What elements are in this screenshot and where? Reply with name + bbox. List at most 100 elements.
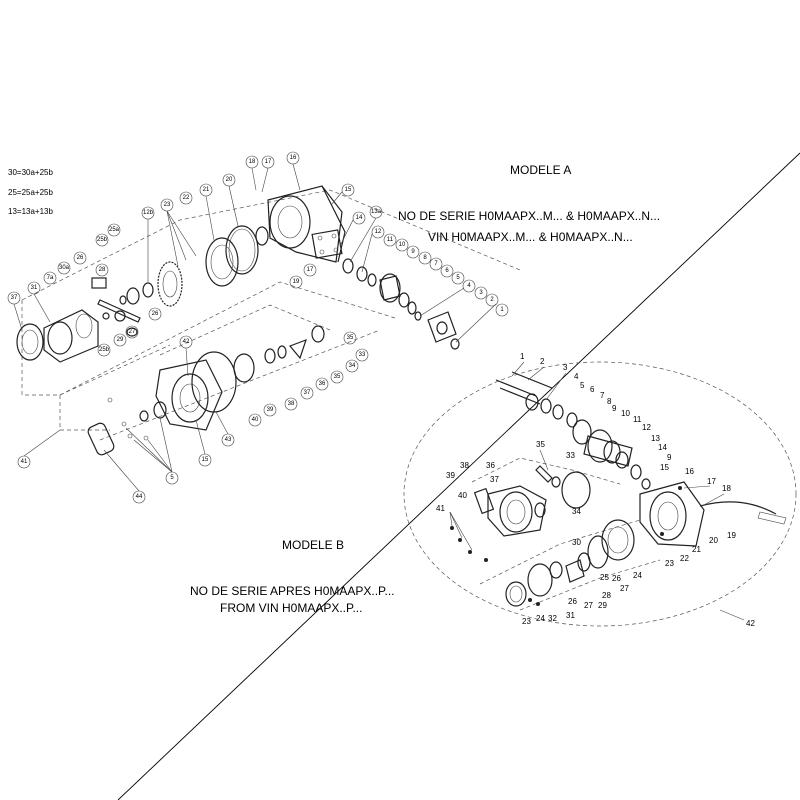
svg-text:7a: 7a bbox=[47, 275, 54, 281]
svg-text:1: 1 bbox=[500, 307, 504, 313]
callout-25b: 25b bbox=[95, 233, 109, 247]
callout-35b: 35 bbox=[330, 370, 344, 384]
callout-7: 7 bbox=[429, 257, 443, 271]
label-b-24b: 24 bbox=[536, 614, 545, 623]
callout-44: 44 bbox=[132, 490, 146, 504]
svg-text:16: 16 bbox=[290, 155, 297, 161]
label-b-33: 33 bbox=[566, 451, 575, 460]
modele-b-title: MODELE B bbox=[282, 538, 344, 552]
callout-25b-lower: 25b bbox=[97, 343, 111, 357]
label-b-27: 27 bbox=[620, 584, 629, 593]
label-b-22: 22 bbox=[680, 554, 689, 563]
callout-26b: 26 bbox=[148, 307, 162, 321]
callout-30a: 30a bbox=[57, 261, 71, 275]
label-b-23b: 23 bbox=[522, 617, 531, 626]
formula-30: 30=30a+25b bbox=[8, 168, 53, 177]
label-b-31: 31 bbox=[566, 611, 575, 620]
label-b-13: 13 bbox=[651, 434, 660, 443]
label-b-34: 34 bbox=[572, 507, 581, 516]
label-b-37: 37 bbox=[490, 475, 499, 484]
label-b-38: 38 bbox=[460, 461, 469, 470]
callout-1: 1 bbox=[495, 303, 509, 317]
svg-text:17: 17 bbox=[307, 267, 314, 273]
callout-12b: 12b bbox=[141, 206, 155, 220]
label-b-41: 41 bbox=[436, 504, 445, 513]
modele-b-serial-2: FROM VIN H0MAAPX..P... bbox=[220, 601, 362, 615]
label-b-18: 18 bbox=[722, 484, 731, 493]
callout-17: 17 bbox=[261, 155, 275, 169]
modele-b-serial-1: NO DE SERIE APRES H0MAAPX..P... bbox=[190, 584, 395, 598]
svg-text:34: 34 bbox=[349, 363, 356, 369]
svg-text:25a: 25a bbox=[109, 227, 120, 233]
svg-text:21: 21 bbox=[203, 187, 210, 193]
callout-41: 41 bbox=[17, 455, 31, 469]
label-b-27b: 27 bbox=[584, 601, 593, 610]
modele-b-drawing bbox=[403, 361, 797, 627]
label-b-9: 9 bbox=[612, 404, 617, 413]
svg-text:42: 42 bbox=[183, 339, 190, 345]
svg-text:30a: 30a bbox=[59, 265, 70, 271]
callout-26: 26 bbox=[73, 251, 87, 265]
label-b-1: 1 bbox=[520, 352, 525, 361]
callout-18: 18 bbox=[245, 155, 259, 169]
svg-text:37: 37 bbox=[11, 295, 18, 301]
svg-text:41: 41 bbox=[21, 459, 28, 465]
callout-7a: 7a bbox=[43, 271, 57, 285]
svg-text:10: 10 bbox=[399, 242, 406, 248]
svg-text:44: 44 bbox=[136, 494, 143, 500]
callout-36: 36 bbox=[315, 377, 329, 391]
label-b-3: 3 bbox=[563, 363, 568, 372]
callout-8: 8 bbox=[418, 251, 432, 265]
label-b-11: 11 bbox=[633, 415, 642, 424]
svg-text:7: 7 bbox=[434, 261, 438, 267]
label-b-19: 19 bbox=[727, 531, 736, 540]
callout-21: 21 bbox=[199, 183, 213, 197]
svg-text:33: 33 bbox=[359, 352, 366, 358]
svg-text:26: 26 bbox=[77, 255, 84, 261]
label-b-15: 15 bbox=[660, 463, 669, 472]
label-b-14: 14 bbox=[658, 443, 667, 452]
label-b-23: 23 bbox=[665, 559, 674, 568]
svg-text:6: 6 bbox=[445, 268, 449, 274]
label-b-29: 29 bbox=[598, 601, 607, 610]
callout-27: 27 bbox=[125, 325, 139, 339]
callout-29: 29 bbox=[113, 333, 127, 347]
label-b-36: 36 bbox=[486, 461, 495, 470]
svg-text:4: 4 bbox=[467, 283, 471, 289]
label-b-9b: 9 bbox=[667, 453, 672, 462]
label-b-20: 20 bbox=[709, 536, 718, 545]
svg-text:40: 40 bbox=[252, 417, 259, 423]
callout-13a: 13a bbox=[369, 205, 383, 219]
callout-33: 33 bbox=[355, 348, 369, 362]
label-b-42: 42 bbox=[746, 619, 755, 628]
svg-text:15: 15 bbox=[345, 187, 352, 193]
callout-5: 5 bbox=[451, 271, 465, 285]
modele-a-drawing bbox=[16, 185, 521, 456]
svg-text:2: 2 bbox=[490, 297, 494, 303]
callout-22: 22 bbox=[179, 191, 193, 205]
svg-text:19: 19 bbox=[293, 279, 300, 285]
label-b-26b: 26 bbox=[568, 597, 577, 606]
callout-3: 3 bbox=[474, 286, 488, 300]
svg-text:38: 38 bbox=[288, 401, 295, 407]
svg-text:8: 8 bbox=[423, 255, 427, 261]
svg-text:37: 37 bbox=[304, 390, 311, 396]
modele-a-serial-1: NO DE SERIE H0MAAPX..M... & H0MAAPX..N..… bbox=[398, 209, 660, 223]
callout-5b: 5 bbox=[165, 471, 179, 485]
svg-text:26: 26 bbox=[152, 311, 159, 317]
label-b-7: 7 bbox=[600, 391, 605, 400]
callout-35: 35 bbox=[343, 331, 357, 345]
callout-43: 43 bbox=[221, 433, 235, 447]
callout-15: 15 bbox=[341, 183, 355, 197]
svg-text:5: 5 bbox=[170, 475, 174, 481]
svg-text:11: 11 bbox=[387, 237, 394, 243]
label-b-12: 12 bbox=[642, 423, 651, 432]
svg-text:14: 14 bbox=[356, 215, 363, 221]
modele-b-labels: 1 2 3 4 5 6 7 8 9 10 11 12 13 14 9 15 16… bbox=[436, 352, 755, 628]
svg-text:31: 31 bbox=[31, 285, 38, 291]
label-b-40: 40 bbox=[458, 491, 467, 500]
label-b-2: 2 bbox=[540, 357, 545, 366]
callout-42: 42 bbox=[179, 335, 193, 349]
label-b-10: 10 bbox=[621, 409, 630, 418]
callout-19: 19 bbox=[289, 275, 303, 289]
